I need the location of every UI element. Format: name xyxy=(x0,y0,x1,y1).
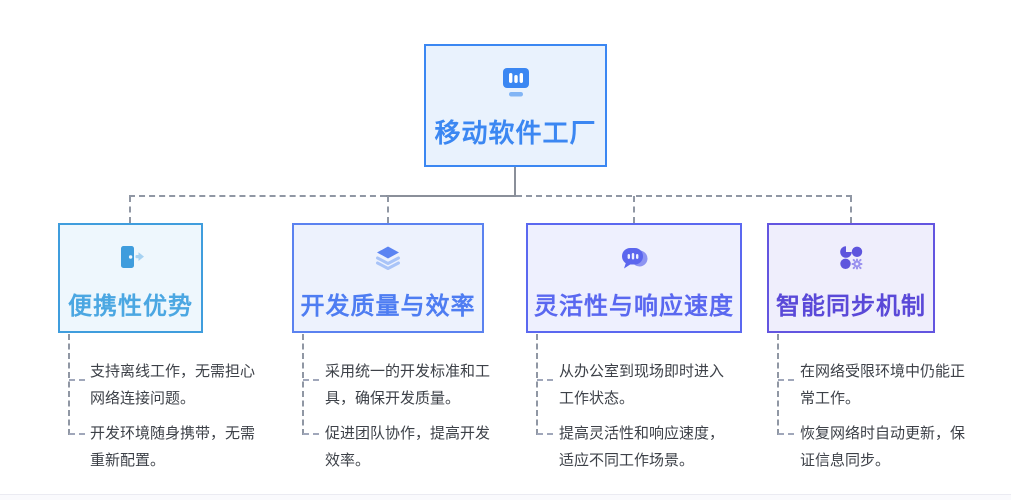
connector-root-stem xyxy=(514,167,516,197)
chat-bubble-icon xyxy=(618,241,650,275)
connector-drop-1 xyxy=(129,196,131,223)
bottom-edge-divider xyxy=(0,494,1011,500)
connector-drop-4 xyxy=(850,196,852,223)
bullet-item: 在网络受限环境中仍能正常工作。 xyxy=(800,363,966,407)
bullet-rail-1 xyxy=(68,334,70,435)
connector-dashed-horizontal-right xyxy=(516,195,852,197)
node-title: 灵活性与响应速度 xyxy=(534,293,734,320)
connector-drop-3 xyxy=(633,196,635,223)
layers-icon xyxy=(372,241,404,275)
bullet-stub xyxy=(778,379,794,381)
bullet-stub xyxy=(537,379,553,381)
node-title: 开发质量与效率 xyxy=(300,293,476,320)
bullet-stub xyxy=(69,379,85,381)
presentation-chart-icon xyxy=(500,66,532,100)
bullet-rail-3 xyxy=(536,334,538,435)
bullet-list-smart-sync: 在网络受限环境中仍能正常工作。 恢复网络时自动更新，保证信息同步。 xyxy=(800,358,976,474)
circles-gear-icon xyxy=(835,241,867,275)
bullet-item: 恢复网络时自动更新，保证信息同步。 xyxy=(800,425,966,469)
bullet-stub xyxy=(69,433,85,435)
node-title: 便携性优势 xyxy=(68,293,193,320)
bullet-item: 促进团队协作，提高开发效率。 xyxy=(325,425,491,469)
bullet-stub xyxy=(303,379,319,381)
bullet-stub xyxy=(778,433,794,435)
node-title: 智能同步机制 xyxy=(776,293,926,320)
door-exit-icon xyxy=(115,241,147,275)
bullet-item: 采用统一的开发标准和工具，确保开发质量。 xyxy=(325,363,491,407)
bullet-item: 提高灵活性和响应速度，适应不同工作场景。 xyxy=(559,425,725,469)
bullet-rail-2 xyxy=(302,334,304,435)
node-portability[interactable]: 便携性优势 xyxy=(58,223,203,333)
bullet-stub xyxy=(303,433,319,435)
connector-dashed-horizontal-left xyxy=(129,195,386,197)
connector-solid-horizontal xyxy=(385,195,516,197)
bullet-list-dev-quality: 采用统一的开发标准和工具，确保开发质量。 促进团队协作，提高开发效率。 xyxy=(325,358,501,474)
bullet-item: 支持离线工作，无需担心网络连接问题。 xyxy=(90,363,256,407)
bullet-item: 从办公室到现场即时进入工作状态。 xyxy=(559,363,725,407)
bullet-rail-4 xyxy=(777,334,779,435)
node-flexibility[interactable]: 灵活性与响应速度 xyxy=(526,223,742,333)
node-smart-sync[interactable]: 智能同步机制 xyxy=(767,223,935,333)
bullet-list-flexibility: 从办公室到现场即时进入工作状态。 提高灵活性和响应速度，适应不同工作场景。 xyxy=(559,358,735,474)
bullet-list-portability: 支持离线工作，无需担心网络连接问题。 开发环境随身携带，无需重新配置。 xyxy=(90,358,266,474)
node-dev-quality[interactable]: 开发质量与效率 xyxy=(292,223,484,333)
root-node[interactable]: 移动软件工厂 xyxy=(424,44,607,167)
bullet-stub xyxy=(537,433,553,435)
bullet-item: 开发环境随身携带，无需重新配置。 xyxy=(90,425,256,469)
root-node-title: 移动软件工厂 xyxy=(434,118,597,148)
connector-drop-2 xyxy=(387,196,389,223)
